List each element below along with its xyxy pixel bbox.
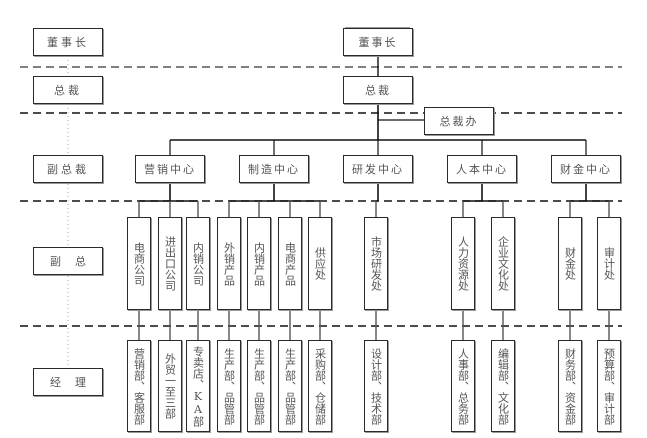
- level-label-vice-president: 副总裁: [33, 155, 103, 183]
- node-manager[interactable]: 营销部、客服部: [127, 340, 151, 432]
- node-manager[interactable]: 采购部、仓储部: [308, 340, 332, 432]
- level-label-manager: 经理: [33, 368, 103, 396]
- node-department[interactable]: 审计处: [597, 217, 621, 310]
- node-department[interactable]: 财金处: [558, 217, 582, 310]
- node-manager[interactable]: 编辑部、文化部: [491, 340, 515, 432]
- node-center[interactable]: 制造中心: [239, 155, 309, 183]
- node-center[interactable]: 财金中心: [551, 155, 621, 183]
- node-manager[interactable]: 生产部、品管部: [217, 340, 241, 432]
- node-department[interactable]: 进出口公司: [158, 217, 182, 310]
- node-manager[interactable]: 专卖店、KA部: [186, 340, 210, 432]
- node-center[interactable]: 研发中心: [343, 155, 413, 183]
- node-manager[interactable]: 人事部、总务部: [451, 340, 475, 432]
- node-department[interactable]: 内销产品: [247, 217, 271, 310]
- node-manager[interactable]: 设计部、技术部: [364, 340, 388, 432]
- node-center[interactable]: 营销中心: [135, 155, 205, 183]
- node-department[interactable]: 人力资源处: [451, 217, 475, 310]
- node-manager[interactable]: 生产部、品管部: [247, 340, 271, 432]
- node-department[interactable]: 外销产品: [217, 217, 241, 310]
- node-president[interactable]: 总裁: [343, 76, 413, 104]
- node-department[interactable]: 供应处: [308, 217, 332, 310]
- level-label-deputy: 副总: [33, 247, 103, 275]
- node-manager[interactable]: 外贸一至三部: [158, 340, 182, 432]
- node-president-office[interactable]: 总裁办: [424, 107, 494, 135]
- node-department[interactable]: 内销公司: [186, 217, 210, 310]
- node-department[interactable]: 企业文化处: [491, 217, 515, 310]
- level-label-president: 总裁: [33, 76, 103, 104]
- node-department[interactable]: 电商公司: [127, 217, 151, 310]
- node-department[interactable]: 电商产品: [278, 217, 302, 310]
- node-manager[interactable]: 财务部、资金部: [558, 340, 582, 432]
- node-manager[interactable]: 生产部、品管部: [278, 340, 302, 432]
- node-chairman[interactable]: 董事长: [343, 28, 413, 56]
- node-department[interactable]: 市场研发处: [364, 217, 388, 310]
- node-manager[interactable]: 预算部、审计部: [597, 340, 621, 432]
- node-center[interactable]: 人本中心: [447, 155, 517, 183]
- level-label-chairman: 董事长: [33, 28, 103, 56]
